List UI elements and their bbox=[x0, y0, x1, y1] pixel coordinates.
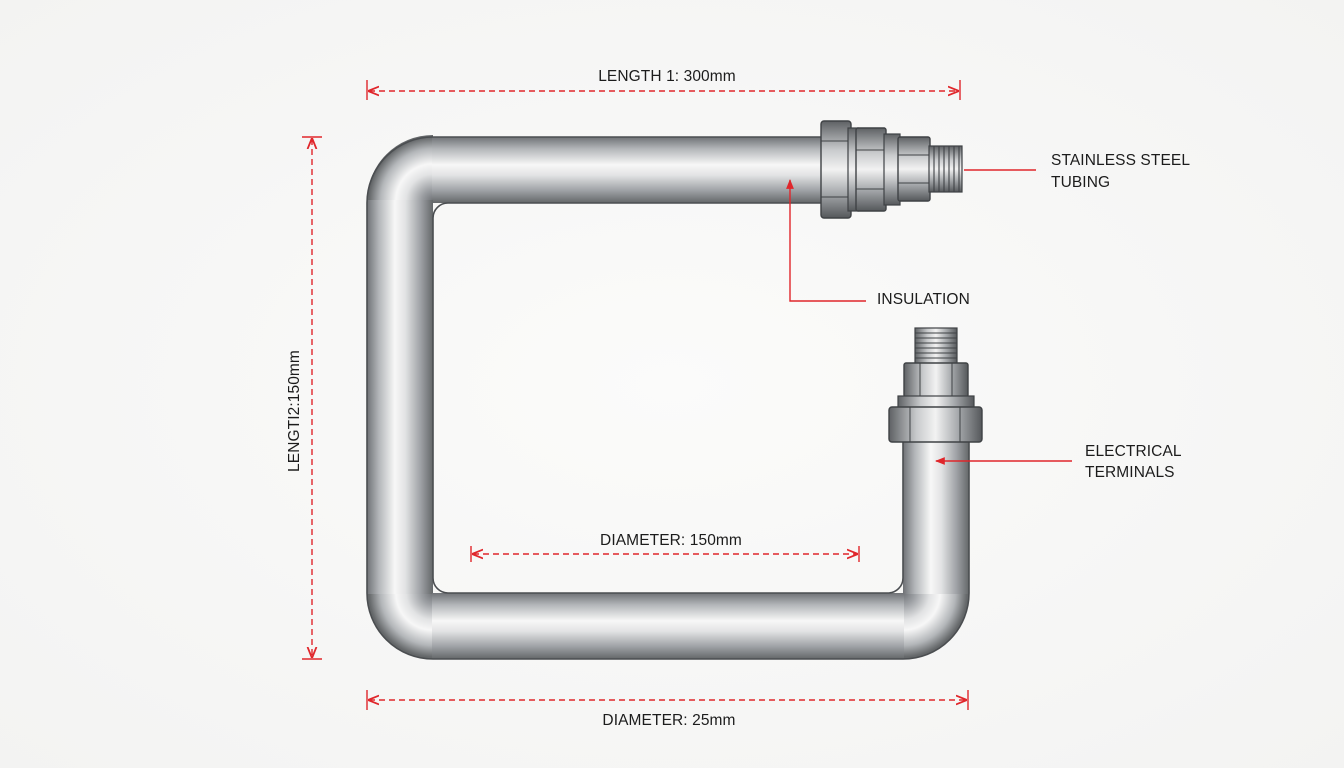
right-fitting-ring bbox=[897, 395, 975, 409]
tube-outer-edge bbox=[366, 136, 970, 660]
callout-insulation: INSULATION bbox=[786, 179, 970, 308]
right-fitting-thread bbox=[914, 327, 958, 367]
right-compression-fitting bbox=[888, 327, 983, 443]
electrical-label-line-2: TERMINALS bbox=[1085, 464, 1175, 481]
top-fitting-flange bbox=[820, 120, 852, 219]
dimension-length-2: LENGTI2:150mm bbox=[286, 136, 322, 660]
tube-top-segment bbox=[432, 137, 828, 203]
tube-corner-bottom-left bbox=[367, 593, 433, 659]
dimension-inner-diameter: DIAMETER: 150mm bbox=[470, 532, 860, 562]
stainless-label-line-1: STAINLESS STEEL bbox=[1051, 152, 1190, 169]
tube-left-segment bbox=[367, 200, 433, 594]
top-compression-fitting bbox=[820, 120, 963, 219]
right-fitting-flange bbox=[888, 406, 983, 443]
outer-diameter-label: DIAMETER: 25mm bbox=[602, 712, 735, 729]
callout-stainless-steel: STAINLESS STEEL TUBING bbox=[964, 152, 1190, 191]
length-1-label: LENGTH 1: 300mm bbox=[598, 68, 736, 85]
stainless-steel-tube bbox=[366, 135, 970, 660]
electrical-label-line-1: ELECTRICAL bbox=[1085, 443, 1182, 460]
tube-corner-bottom-right bbox=[903, 593, 969, 659]
tube-inner-edge bbox=[432, 202, 904, 594]
top-fitting-second-nut bbox=[897, 136, 931, 202]
stainless-label-line-2: TUBING bbox=[1051, 174, 1110, 191]
length-2-label: LENGTI2:150mm bbox=[286, 350, 303, 472]
dimension-outer-diameter: DIAMETER: 25mm bbox=[366, 690, 969, 729]
right-fitting-hex-nut bbox=[903, 362, 969, 398]
tube-corner-top-left bbox=[367, 135, 433, 201]
tube-bottom-segment bbox=[432, 593, 904, 659]
inner-diameter-label: DIAMETER: 150mm bbox=[600, 532, 742, 549]
dimension-length-1: LENGTH 1: 300mm bbox=[366, 68, 961, 100]
callout-electrical-terminals: ELECTRICAL TERMINALS bbox=[935, 443, 1182, 481]
insulation-label: INSULATION bbox=[877, 291, 970, 308]
top-fitting-hex-nut bbox=[855, 127, 887, 212]
